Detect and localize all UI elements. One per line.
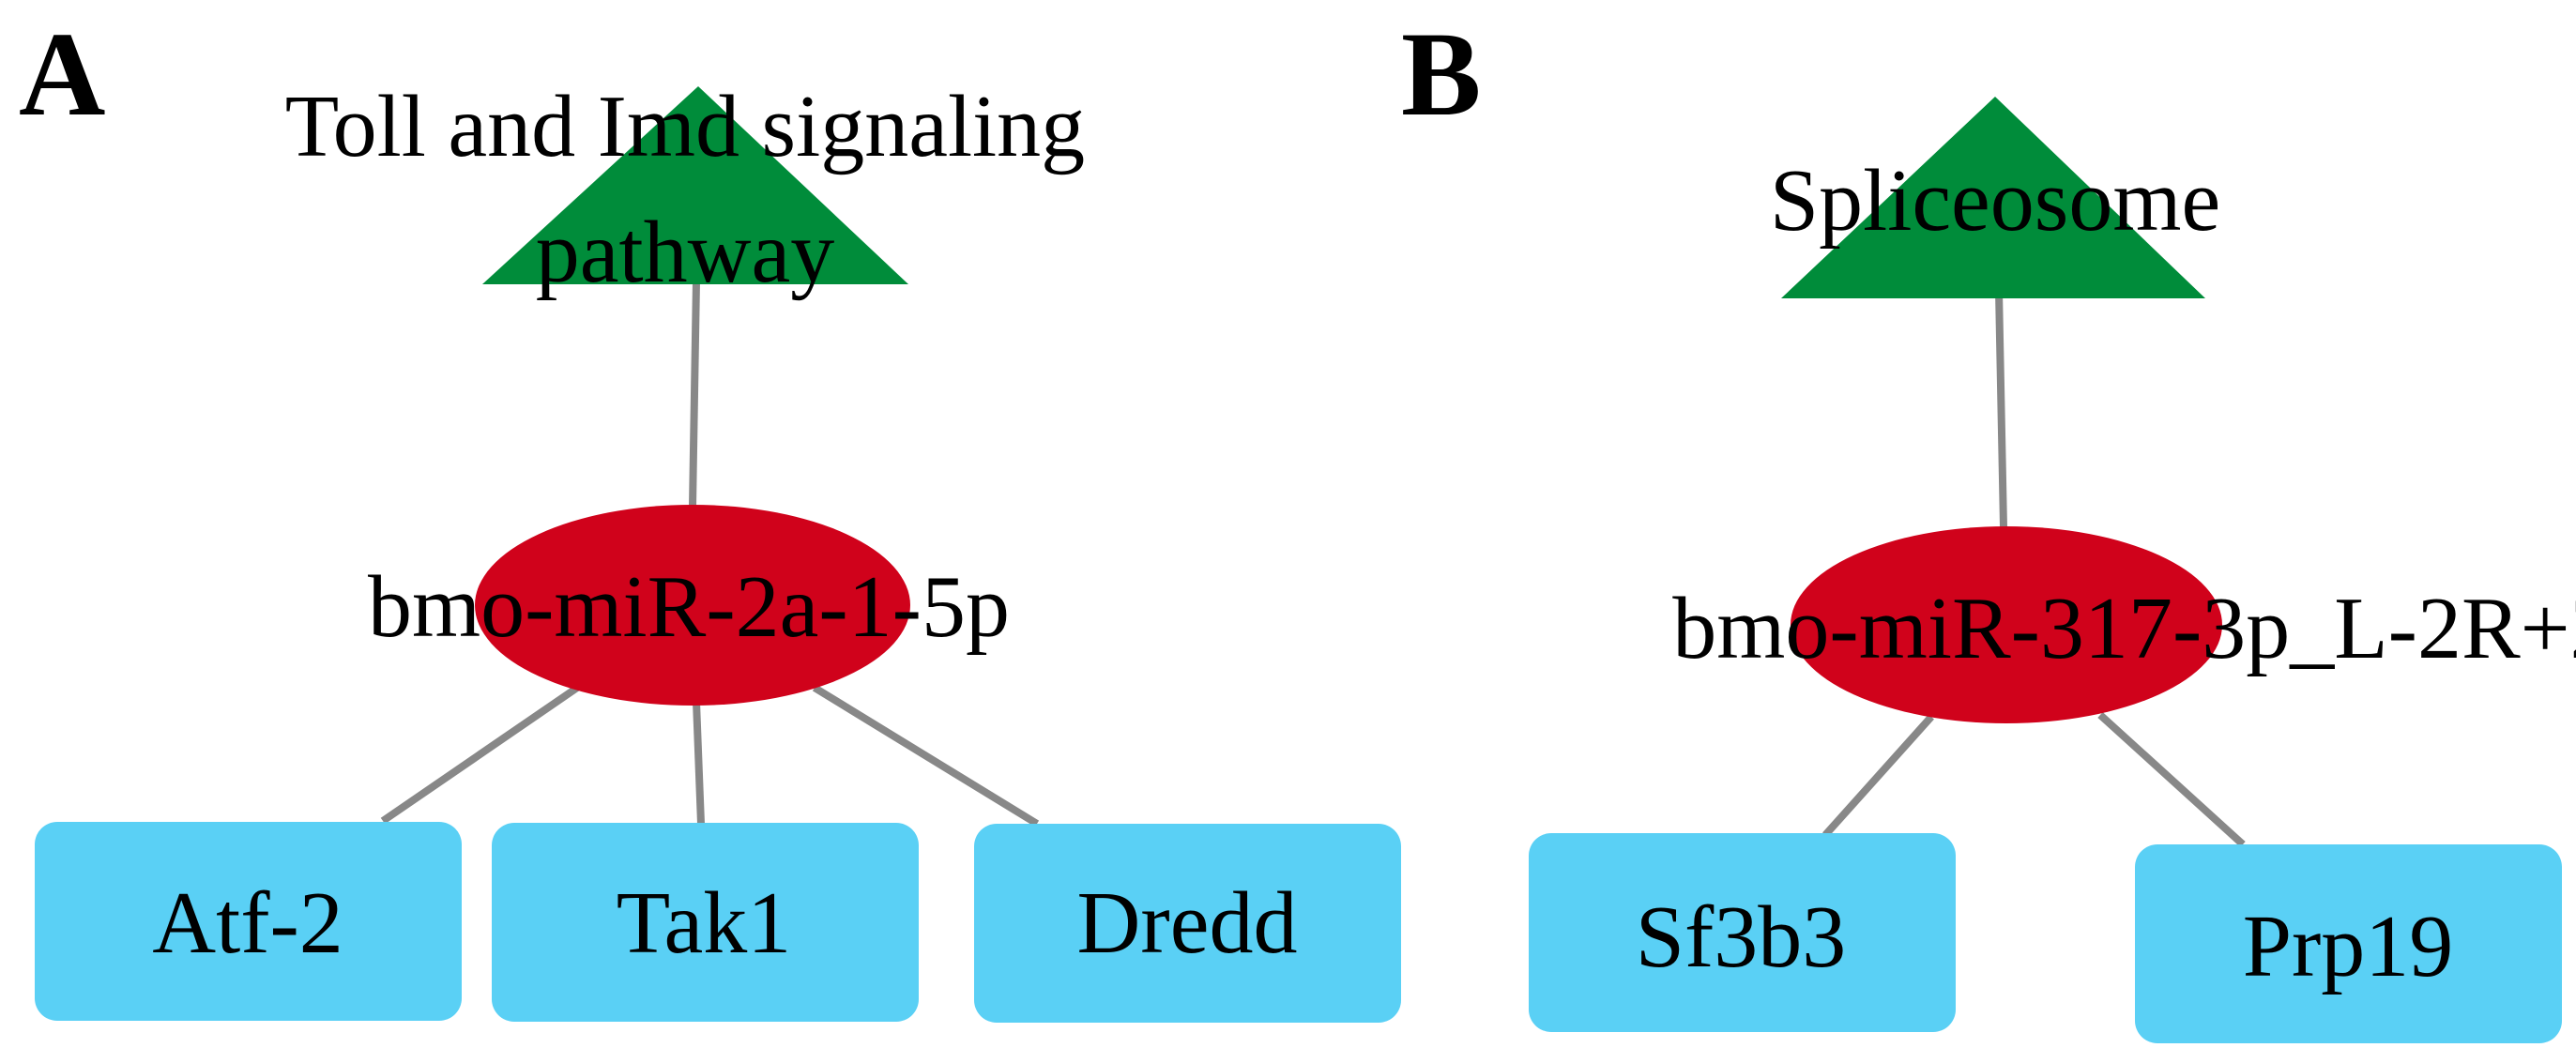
gene-node-box: [2135, 844, 2562, 1043]
panel-a: A Toll and Imd signaling pathway bmo-miR…: [19, 8, 1401, 1023]
panel-b-label: B: [1401, 8, 1481, 141]
mirna-node-label: bmo-miR-2a-1-5p: [368, 558, 1010, 656]
edge-mirna-to-dredd: [812, 684, 1040, 828]
pathway-node-triangle: [482, 86, 908, 284]
edge-pathway-to-mirna: [1995, 290, 2007, 528]
gene-node: Sf3b3: [1529, 833, 1956, 1032]
mirna-node-ellipse: [1791, 526, 2222, 723]
mirna-node-ellipse: [475, 505, 910, 706]
gene-node-box: [974, 824, 1401, 1023]
gene-node-box: [492, 823, 919, 1022]
gene-node: Prp19: [2135, 844, 2562, 1043]
gene-node: Tak1: [492, 823, 919, 1022]
gene-node-box: [1529, 833, 1956, 1032]
edge-mirna-to-atf2: [380, 684, 580, 825]
panel-b: B Spliceosome bmo-miR-317-3p_L-2R+2 Sf3b…: [1401, 8, 2576, 1043]
edge-mirna-to-tak1: [693, 701, 705, 825]
pathway-node-label-line2: pathway: [536, 204, 834, 301]
gene-node: Atf-2: [35, 822, 462, 1021]
edge-pathway-to-mirna: [689, 281, 700, 508]
pathway-node-label: Spliceosome: [1770, 152, 2220, 250]
gene-node-label: Atf-2: [152, 874, 343, 972]
gene-node-label: Tak1: [617, 874, 792, 972]
panel-a-label: A: [19, 8, 105, 141]
pathway-node-triangle: [1781, 97, 2205, 298]
edge-mirna-to-prp19: [2097, 712, 2246, 847]
mirna-node-label: bmo-miR-317-3p_L-2R+2: [1672, 580, 2576, 677]
gene-node: Dredd: [974, 824, 1401, 1023]
gene-node-label: Dredd: [1077, 874, 1298, 972]
pathway-node-label-line1: Toll and Imd signaling: [285, 78, 1085, 175]
gene-node-label: Sf3b3: [1636, 888, 1847, 986]
edge-mirna-to-sf3b3: [1822, 714, 1934, 838]
gene-node-label: Prp19: [2243, 898, 2454, 995]
gene-node-box: [35, 822, 462, 1021]
